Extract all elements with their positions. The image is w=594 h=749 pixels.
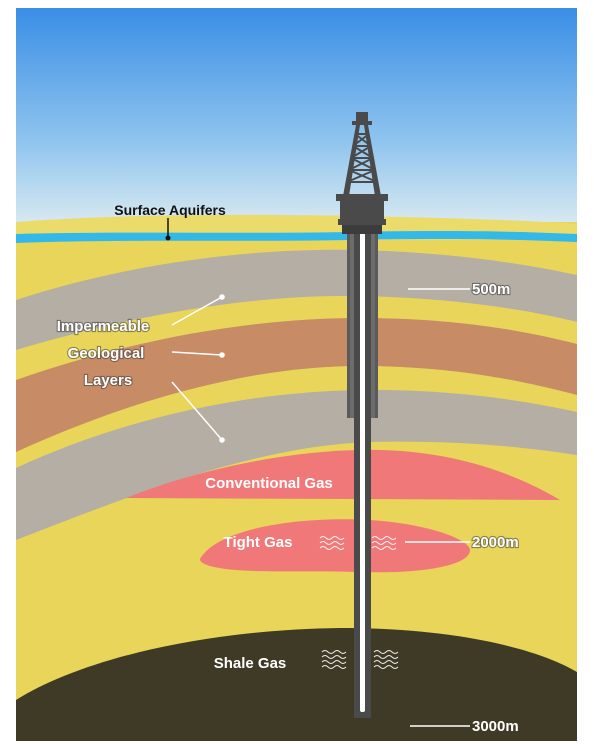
drilling-rig-icon (336, 112, 388, 234)
shale-gas-waves-icon (321, 650, 399, 669)
conventional-gas-zone (126, 449, 560, 500)
impermeable-layer-middle (16, 318, 577, 452)
surface-aquifers-label: Surface Aquifers (114, 202, 226, 218)
depth-2000m-label: 2000m (472, 534, 519, 551)
impermeable-layer-lower (16, 389, 577, 540)
depth-3000m-label: 3000m (472, 718, 519, 735)
shale-gas-label: Shale Gas (214, 655, 287, 672)
impermeable-label-line2: Geological (68, 345, 145, 362)
depth-marker-lines (405, 288, 470, 727)
impermeable-layer-upper (16, 249, 577, 350)
conventional-gas-label: Conventional Gas (205, 475, 333, 492)
surface-aquifer (16, 230, 577, 243)
depth-500m-label: 500m (472, 281, 510, 298)
aquifer-pointer (165, 218, 171, 241)
shale-gas-basin (16, 628, 577, 741)
well-bore (354, 232, 371, 718)
impermeable-label-line3: Layers (84, 372, 132, 389)
tight-gas-waves-icon (319, 536, 397, 550)
impermeable-pointers (171, 294, 225, 443)
sky (16, 8, 577, 248)
tight-gas-zone (200, 519, 470, 573)
tight-gas-label: Tight Gas (224, 534, 293, 551)
impermeable-label-line1: Impermeable (57, 318, 150, 335)
